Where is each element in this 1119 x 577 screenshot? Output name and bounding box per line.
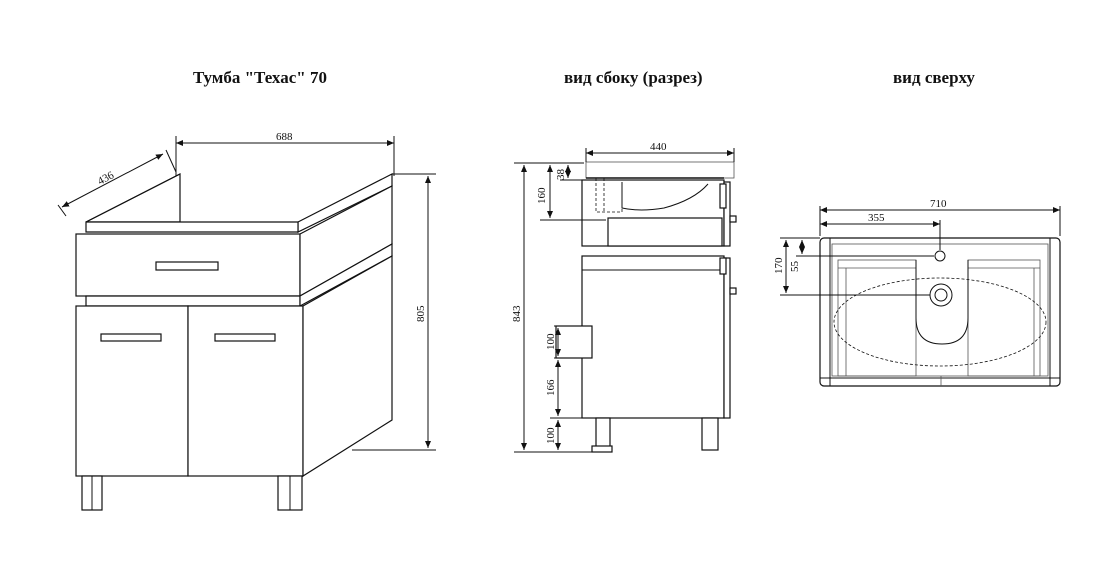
title-side-view: вид сбоку (разрез)	[564, 68, 703, 87]
dim-side-100-lower: 100	[545, 427, 557, 444]
dim-side-height: 843	[511, 305, 523, 322]
door-knob	[729, 287, 737, 295]
dim-front-width: 688	[276, 131, 293, 143]
side-leg-front	[701, 417, 719, 451]
basin-u-cut	[915, 260, 969, 345]
dim-top-width: 710	[930, 198, 947, 210]
dim-top-55: 55	[789, 261, 801, 273]
middle-rail	[85, 295, 301, 307]
basin-bowl-outline	[833, 277, 1047, 367]
lower-compartment	[581, 255, 725, 419]
title-front-view: Тумба "Техас" 70	[193, 68, 327, 87]
dim-side-depth: 440	[650, 141, 667, 153]
drawer-box	[607, 217, 723, 247]
dim-top-355: 355	[868, 212, 885, 224]
drawer-front-cap	[719, 183, 727, 209]
back-cutout	[555, 325, 593, 359]
dim-front-height: 805	[415, 305, 427, 322]
top-view-drawing: 710 355 170 55	[773, 198, 1061, 387]
dim-side-100-upper: 100	[545, 333, 557, 350]
side-view-drawing: 440 843 160 38 100 166 100	[511, 141, 737, 453]
right-door	[187, 305, 304, 477]
cabinet-side	[302, 254, 393, 478]
drawer-handle	[155, 261, 219, 271]
left-door-handle	[100, 333, 162, 342]
drawer-knob	[729, 215, 737, 223]
dim-top-170: 170	[773, 257, 785, 274]
dim-side-166: 166	[545, 379, 557, 396]
dim-side-38: 38	[555, 169, 567, 181]
side-leg-back	[595, 417, 611, 451]
dim-side-160: 160	[536, 187, 548, 204]
front-view-drawing: 688 436 805	[57, 131, 436, 511]
title-top-view: вид сверху	[893, 68, 975, 87]
right-door-handle	[214, 333, 276, 342]
basin-bowl	[621, 182, 709, 211]
dim-front-depth: 436	[96, 169, 117, 188]
left-door	[75, 305, 189, 477]
door-top-cap	[719, 257, 727, 275]
side-leg-foot	[591, 445, 613, 453]
door-side	[723, 257, 731, 419]
drain-inner	[934, 288, 948, 302]
basin-top	[585, 161, 735, 179]
faucet-hole	[934, 250, 946, 262]
drawer-front-side	[723, 181, 731, 247]
top-front-rail	[85, 221, 299, 233]
